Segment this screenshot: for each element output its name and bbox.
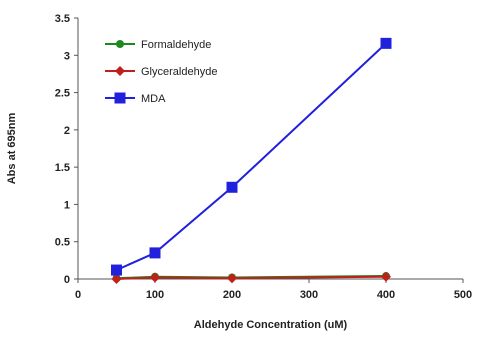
legend-entry: MDA (105, 92, 166, 105)
data-point (111, 274, 122, 284)
legend-entry: Glyceraldehyde (105, 66, 217, 78)
axes (74, 17, 464, 283)
y-axis-title: Abs at 695nm (6, 113, 18, 185)
legend-label: Formaldehyde (141, 39, 211, 51)
legend-entry: Formaldehyde (105, 39, 211, 51)
data-point (227, 273, 237, 284)
series-line (116, 275, 387, 280)
data-point (381, 271, 391, 282)
x-axis-title: Aldehyde Concentration (uM) (194, 319, 348, 331)
legend-label: Glyceraldehyde (141, 66, 217, 78)
x-tick-label: 200 (223, 289, 241, 301)
x-tick-label: 0 (75, 289, 81, 301)
y-tick-label: 1 (64, 199, 70, 211)
series-layer (111, 37, 392, 284)
legend-marker (114, 92, 126, 104)
y-tick-label: 2 (64, 125, 70, 137)
y-tick-label: 0.5 (55, 237, 70, 249)
x-tick-label: 500 (454, 289, 472, 301)
y-tick-label: 3 (64, 50, 70, 62)
series-mda (111, 37, 392, 276)
tick-labels: 0 0.5 1 1.5 2 2.5 3 3.5 0 100 200 300 400 500 (55, 13, 472, 301)
legend-marker (116, 40, 124, 48)
series-glyceraldehyde (111, 271, 391, 284)
data-point (226, 181, 238, 193)
y-tick-label: 0 (64, 274, 70, 286)
x-tick-label: 300 (300, 289, 318, 301)
legend-label: MDA (141, 93, 166, 105)
legend-marker (115, 66, 125, 76)
x-tick-label: 400 (377, 289, 395, 301)
y-tick-label: 2.5 (55, 88, 70, 100)
data-point (111, 264, 122, 276)
data-point (149, 247, 161, 259)
x-tick-label: 100 (146, 289, 164, 301)
y-tick-label: 3.5 (55, 13, 70, 25)
y-tick-label: 1.5 (55, 162, 70, 174)
data-point (380, 37, 392, 49)
series-line (116, 42, 387, 271)
data-point (150, 272, 160, 283)
